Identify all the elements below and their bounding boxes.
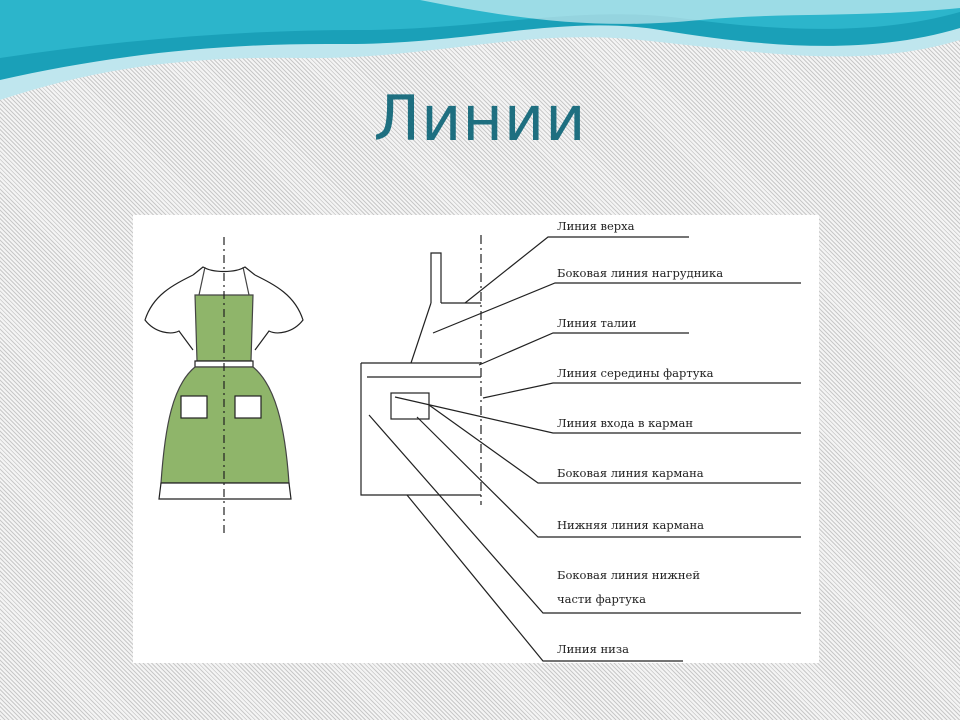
leader-pocket-bottom	[416, 416, 801, 538]
label-center: Линия середины фартука	[557, 366, 714, 380]
label-pocket-entry: Линия входа в карман	[557, 416, 693, 430]
leader-waist	[478, 332, 689, 366]
leader-lower-side	[368, 414, 801, 614]
leader-top-line	[464, 236, 689, 304]
leader-center	[482, 382, 801, 399]
leader-pocket-side	[428, 404, 801, 484]
label-lower-side-1: Боковая линия нижней	[557, 568, 700, 582]
apron-illustration	[144, 237, 304, 535]
apron-lines-figure: Линия верха Боковая линия нагрудника Лин…	[133, 215, 819, 663]
label-waist: Линия талии	[557, 316, 637, 330]
label-pocket-side: Боковая линия кармана	[557, 466, 704, 480]
leader-bib-side	[432, 282, 801, 334]
leader-pocket-entry	[394, 396, 801, 434]
apron-diagram: Линия верха Боковая линия нагрудника Лин…	[144, 219, 801, 662]
label-hem: Линия низа	[557, 642, 629, 656]
label-top-line: Линия верха	[557, 219, 635, 233]
leader-hem	[406, 494, 683, 662]
apron-pattern-outline	[360, 235, 801, 662]
label-bib-side: Боковая линия нагрудника	[557, 266, 723, 280]
label-lower-side-2: части фартука	[557, 592, 646, 606]
slide-title: Линии	[373, 82, 587, 155]
label-group: Линия верха Боковая линия нагрудника Лин…	[557, 219, 723, 656]
header-wave-decoration	[0, 0, 960, 100]
label-pocket-bottom: Нижняя линия кармана	[557, 518, 704, 532]
